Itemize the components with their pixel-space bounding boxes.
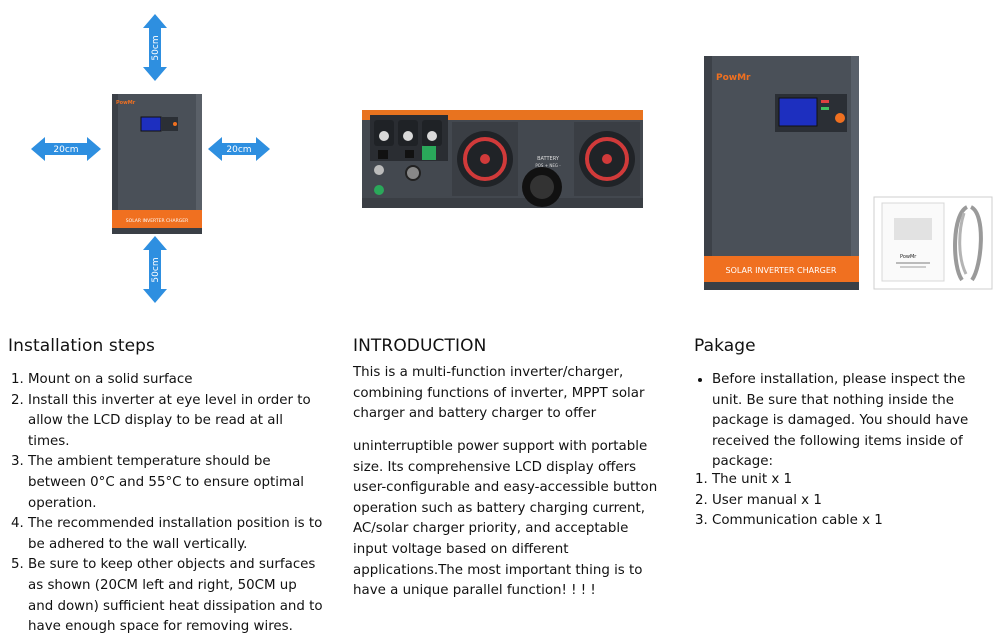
list-item: Be sure to keep other objects and surfac… <box>28 555 326 637</box>
product-label-small: SOLAR INVERTER CHARGER <box>126 218 188 224</box>
product-label-large: SOLAR INVERTER CHARGER <box>726 266 837 275</box>
fan-grille-right <box>574 122 640 196</box>
switch-knob <box>405 165 421 181</box>
clearance-top-label: 50cm <box>151 35 161 60</box>
battery-label: BATTERY <box>537 156 560 162</box>
list-item: The unit x 1 <box>712 470 996 491</box>
arrow-left-icon: 20cm <box>31 137 101 161</box>
list-item: User manual x 1 <box>712 491 996 512</box>
lcd-screen-small <box>140 116 162 132</box>
usb-port <box>405 150 414 158</box>
communication-cable-icon <box>953 205 983 282</box>
manual-brand: PowMr <box>900 254 917 260</box>
battery-terminals-label: POS + NEG - <box>535 163 561 168</box>
arrow-up-icon: 50cm <box>143 14 167 81</box>
orange-band-large <box>704 256 859 282</box>
inverter-front-large: PowMr SOLAR INVERTER CHARGER <box>704 56 859 290</box>
installation-column: 50cm 20cm 20cm 50cm PowMr SOLAR INVERTER <box>0 0 330 643</box>
package-title: Pakage <box>694 336 756 356</box>
list-item: Mount on a solid surface <box>28 370 326 391</box>
list-item: Before installation, please inspect the … <box>712 370 996 473</box>
fan-grille-left <box>452 122 518 196</box>
list-item: Install this inverter at eye level in or… <box>28 391 326 453</box>
list-item: The ambient temperature should be betwee… <box>28 452 326 514</box>
brand-logo-large: PowMr <box>716 73 751 83</box>
package-column: PowMr SOLAR INVERTER CHARGER PowMr Pakag… <box>690 0 1000 643</box>
list-item: The recommended installation position is… <box>28 514 326 555</box>
power-button <box>835 113 845 123</box>
package-contents-image: PowMr SOLAR INVERTER CHARGER PowMr <box>704 56 993 290</box>
clearance-diagram: 50cm 20cm 20cm 50cm PowMr SOLAR INVERTER <box>31 14 270 303</box>
clearance-bottom-label: 50cm <box>151 257 161 282</box>
inverter-rear-panel: BATTERY POS + NEG - <box>362 110 643 208</box>
inverter-front-small: PowMr SOLAR INVERTER CHARGER <box>112 94 202 234</box>
introduction-paragraph-2: uninterruptible power support with porta… <box>353 439 658 599</box>
arrow-down-icon: 50cm <box>143 236 167 303</box>
package-items-list: The unit x 1 User manual x 1 Communicati… <box>694 470 996 532</box>
user-manual-icon: PowMr <box>881 202 945 282</box>
package-notes: Before installation, please inspect the … <box>694 370 996 473</box>
introduction-paragraph-1: This is a multi-function inverter/charge… <box>353 365 645 422</box>
green-terminal <box>422 146 436 160</box>
clearance-left-label: 20cm <box>53 145 78 155</box>
lcd-screen-large <box>778 97 818 127</box>
rj45-port <box>378 150 388 159</box>
arrow-right-icon: 20cm <box>208 137 270 161</box>
introduction-column: BATTERY POS + NEG - INTRODUCTION This is… <box>345 0 675 643</box>
brand-logo-small: PowMr <box>116 100 136 106</box>
list-item: Communication cable x 1 <box>712 511 996 532</box>
clearance-right-label: 20cm <box>226 145 251 155</box>
installation-steps-list: Mount on a solid surface Install this in… <box>10 370 326 638</box>
orange-band-small <box>112 210 202 228</box>
introduction-title: INTRODUCTION <box>353 336 487 356</box>
ground-icon <box>374 185 384 195</box>
installation-title: Installation steps <box>8 336 155 356</box>
